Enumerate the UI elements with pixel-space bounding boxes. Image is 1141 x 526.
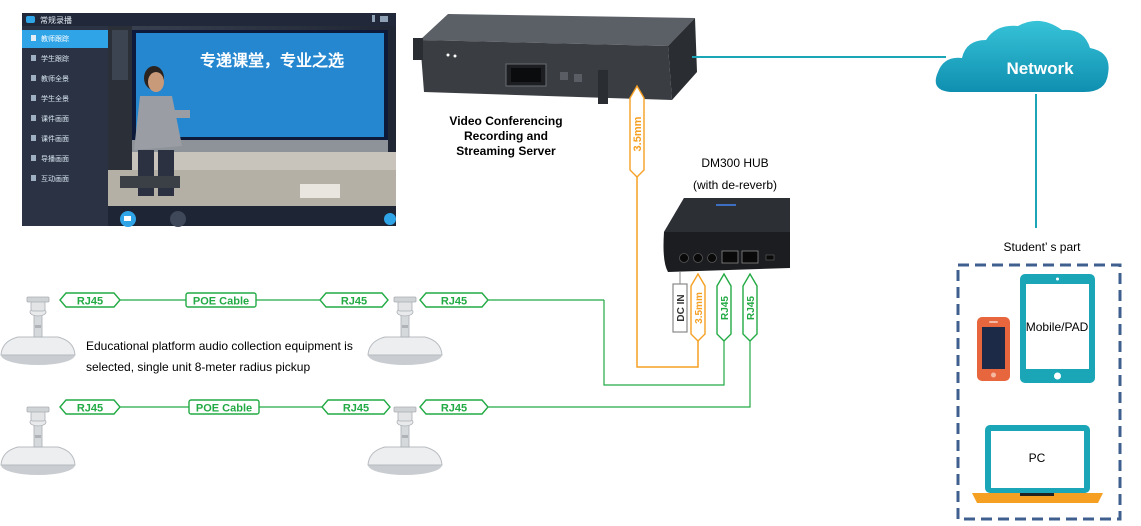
audio-cable [636,95,699,368]
svg-text:导播画面: 导播画面 [41,154,69,163]
svg-text:3.5mm: 3.5mm [694,292,705,324]
sidebar-item[interactable]: 课件画面 [31,134,69,143]
poe-cable-tag: POE Cable [185,292,257,308]
svg-text:学生跟踪: 学生跟踪 [41,54,69,63]
settings-icon[interactable] [170,211,186,227]
rj45-tag: RJ45 [319,292,389,308]
svg-text:RJ45: RJ45 [720,296,731,320]
sidebar-item-active[interactable] [22,30,108,48]
pc-label: PC [1029,451,1046,465]
dm300-hub [663,198,790,272]
laptop-icon [972,425,1103,503]
svg-text:RJ45: RJ45 [441,296,467,308]
sidebar-item[interactable]: 导播画面 [31,154,69,163]
svg-text:RJ45: RJ45 [343,403,369,415]
recording-app-icon [26,16,35,23]
window-icon [380,16,388,22]
menu-icon [372,15,375,22]
svg-text:RJ45: RJ45 [77,403,103,415]
rj45-tag: RJ45 [321,399,391,415]
rj45-tag: RJ45 [419,292,489,308]
fullscreen-icon[interactable] [384,213,396,225]
sidebar-item[interactable]: 课件画面 [31,114,69,123]
microphone [367,406,443,476]
sidebar-item[interactable]: 学生跟踪 [31,54,69,63]
classroom-screenshot: 常规录播 教师跟踪 学生跟踪 教师全景 学生全景 课件画面 课件画面 导播画面 … [22,13,396,227]
poe-cable-tag: POE Cable [188,399,260,415]
mobile-label: Mobile/PAD [1026,320,1089,334]
svg-text:RJ45: RJ45 [441,403,467,415]
microphone [0,406,76,476]
svg-text:RJ45: RJ45 [746,296,757,320]
dc-in-connector: DC IN [672,272,688,333]
server-caption-line1: Video Conferencing [449,114,562,128]
app-title: 常规录播 [40,15,72,25]
mic-description-line1: Educational platform audio collection eq… [86,339,353,353]
svg-text:POE Cable: POE Cable [193,296,249,308]
sidebar-item[interactable]: 教师跟踪 [31,34,69,43]
sidebar-menu: 教师跟踪 学生跟踪 教师全景 学生全景 课件画面 课件画面 导播画面 互动画面 [31,34,69,183]
hub-rj45-b-connector: RJ45 [742,272,758,342]
svg-text:RJ45: RJ45 [77,296,103,308]
svg-text:课件画面: 课件画面 [41,134,69,143]
sidebar-item[interactable]: 互动画面 [31,174,69,183]
svg-text:课件画面: 课件画面 [41,114,69,123]
sidebar-item[interactable]: 教师全景 [31,74,69,83]
rj45-tag: RJ45 [59,399,121,415]
rj45-tag: RJ45 [59,292,121,308]
rj45-tag: RJ45 [419,399,489,415]
hub-rj45-a-connector: RJ45 [716,272,732,342]
hub-audio-connector: 3.5mm [690,272,706,342]
streaming-server [413,14,697,104]
mic-description-line2: selected, single unit 8-meter radius pic… [86,360,310,374]
server-caption-line2: Recording and [464,129,548,143]
tablet-icon [1020,274,1095,383]
students-title: Student’ s part [1004,240,1082,254]
svg-text:教师跟踪: 教师跟踪 [41,34,69,43]
teacher-figure [134,66,190,196]
svg-text:RJ45: RJ45 [341,296,367,308]
network-cloud [935,20,1109,92]
svg-text:DC IN: DC IN [676,294,687,321]
sidebar-item[interactable]: 学生全景 [31,94,69,103]
hub-subtitle: (with de-reverb) [693,178,777,192]
server-audio-connector: 3.5mm [629,84,645,178]
microphone [0,296,76,366]
classroom-banner: 专递课堂，专业之选 [200,51,344,70]
svg-text:教师全景: 教师全景 [41,74,69,83]
phone-icon [977,317,1010,381]
svg-text:学生全景: 学生全景 [41,94,69,103]
server-caption-line3: Streaming Server [456,144,556,158]
network-label: Network [1006,59,1074,78]
hub-title: DM300 HUB [701,156,768,170]
svg-text:互动画面: 互动画面 [41,174,69,183]
svg-text:POE Cable: POE Cable [196,403,252,415]
classroom-video-feed: 专递课堂，专业之选 [108,26,396,206]
students-box [956,263,1122,521]
svg-text:3.5mm: 3.5mm [632,116,644,151]
